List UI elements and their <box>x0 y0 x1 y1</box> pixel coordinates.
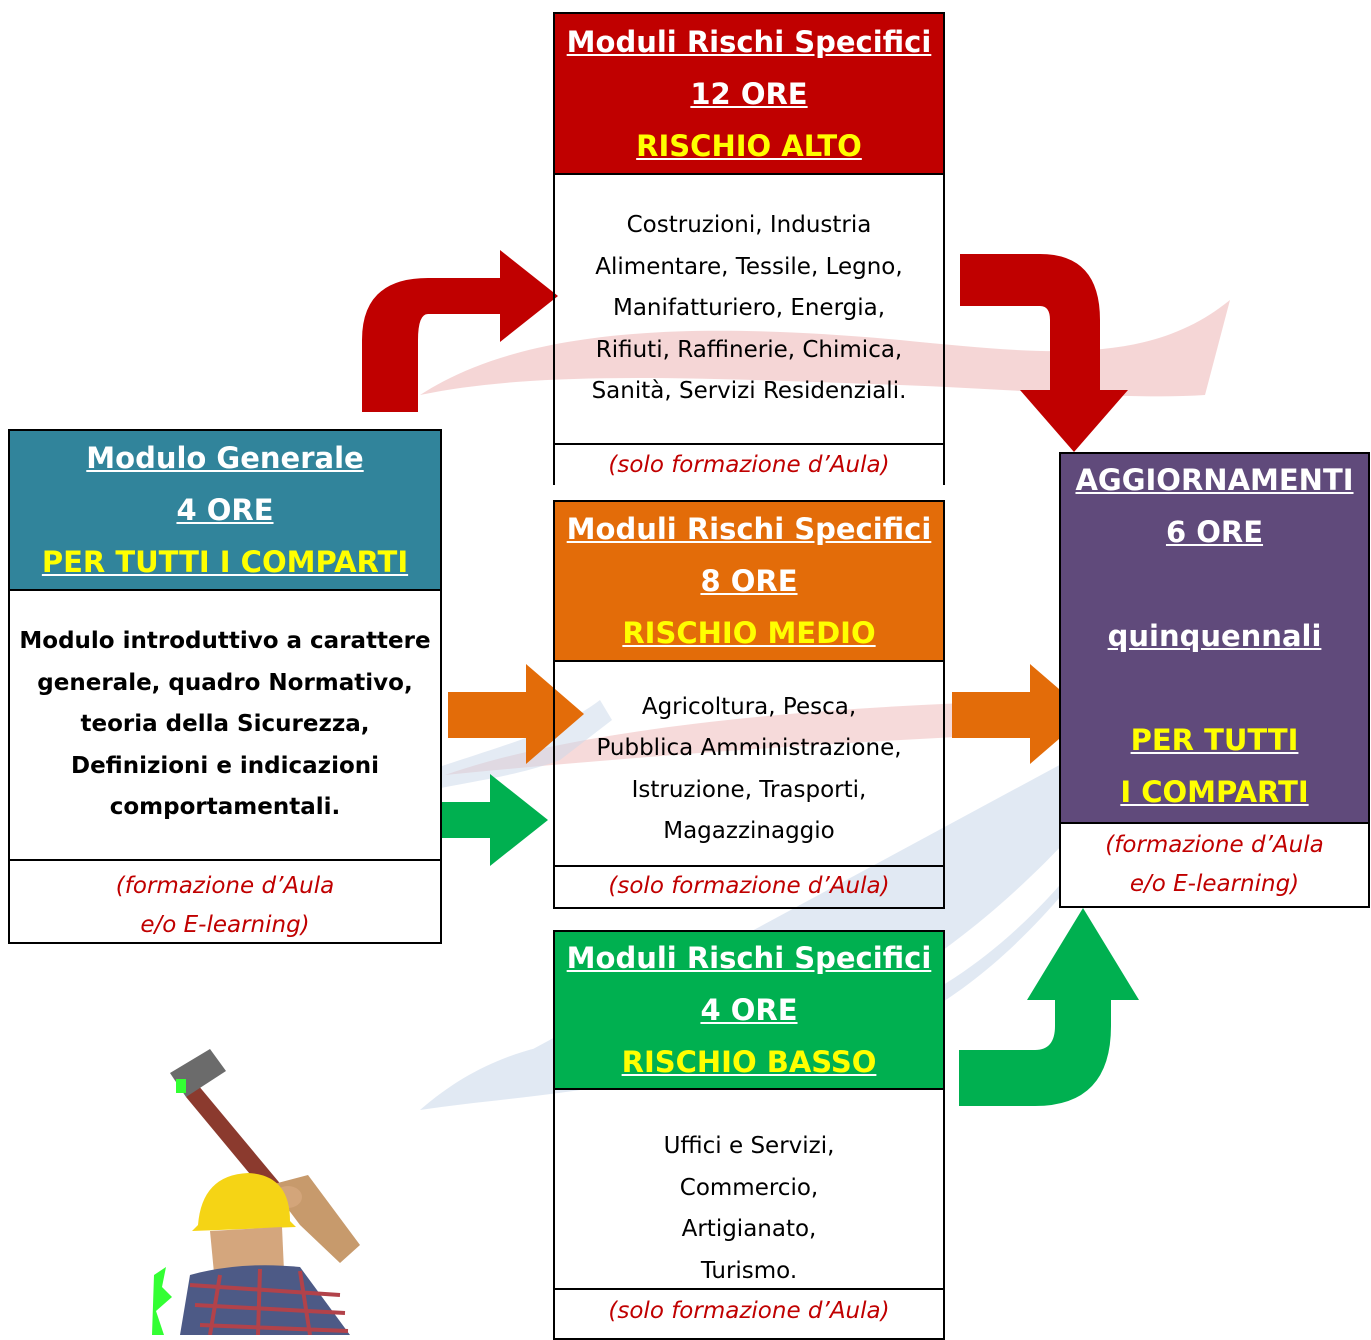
rischio-basso-box: Moduli Rischi Specifici 4 ORE RISCHIO BA… <box>553 930 945 1340</box>
rischio-medio-title: Moduli Rischi Specifici <box>566 512 932 546</box>
modulo-generale-header: Modulo Generale 4 ORE PER TUTTI I COMPAR… <box>10 431 440 591</box>
arrow-red-up-shape <box>362 250 558 412</box>
aggiornamenti-period: quinquennali <box>1107 619 1322 653</box>
aggiornamenti-hours: 6 ORE <box>1165 515 1264 549</box>
sector-line: Magazzinaggio <box>663 818 835 844</box>
description-line: teoria della Sicurezza, <box>80 711 370 738</box>
modulo-generale-description: Modulo introduttivo a carattere generale… <box>10 591 440 861</box>
rischio-basso-hours: 4 ORE <box>700 993 798 1027</box>
pink-swoosh-middle <box>445 660 1250 775</box>
description-line: Definizioni e indicazioni <box>70 752 380 779</box>
note-line: (formazione d’Aula <box>1105 832 1324 858</box>
rischio-alto-hours: 12 ORE <box>690 76 808 111</box>
arrow-orange-right-shape <box>952 664 1088 764</box>
rischio-basso-sectors: Uffici e Servizi, Commercio, Artigianato… <box>555 1090 943 1290</box>
rischio-medio-note: (solo formazione d’Aula) <box>608 873 890 899</box>
worker-helmet <box>192 1173 296 1231</box>
arrow-orange-right <box>952 664 1088 764</box>
rischio-medio-header: Moduli Rischi Specifici 8 ORE RISCHIO ME… <box>555 502 943 662</box>
sector-line: Commercio, <box>679 1174 819 1201</box>
modulo-generale-box: Modulo Generale 4 ORE PER TUTTI I COMPAR… <box>8 429 442 944</box>
sector-line: Istruzione, Trasporti, <box>631 776 867 803</box>
rischio-basso-header: Moduli Rischi Specifici 4 ORE RISCHIO BA… <box>555 932 943 1090</box>
rischio-medio-box: Moduli Rischi Specifici 8 ORE RISCHIO ME… <box>553 500 945 909</box>
aggiornamenti-note: (formazione d’Aula e/o E-learning) <box>1061 824 1368 904</box>
sector-line: Rifiuti, Raffinerie, Chimica, <box>595 336 903 363</box>
aggiornamenti-title: AGGIORNAMENTI <box>1075 463 1354 497</box>
sector-line: Agricoltura, Pesca, <box>641 693 857 720</box>
rischio-alto-risk: RISCHIO ALTO <box>636 128 862 163</box>
sector-line: Pubblica Amministrazione, <box>596 735 902 761</box>
rischio-basso-note: (solo formazione d’Aula) <box>608 1298 890 1324</box>
arrow-green-up <box>959 908 1139 1106</box>
modulo-generale-hours: 4 ORE <box>176 493 274 527</box>
note-line: e/o E-learning) <box>140 912 310 938</box>
rischio-alto-title: Moduli Rischi Specifici <box>566 24 932 59</box>
sector-line: Turismo. <box>700 1257 798 1284</box>
rischio-medio-sectors: Agricoltura, Pesca, Pubblica Amministraz… <box>555 662 943 867</box>
aggiornamenti-header: AGGIORNAMENTI 6 ORE quinquennali PER TUT… <box>1061 454 1368 824</box>
rischio-alto-header: Moduli Rischi Specifici 12 ORE RISCHIO A… <box>555 14 943 175</box>
rischio-basso-risk: RISCHIO BASSO <box>621 1045 877 1079</box>
arrow-orange-left <box>448 664 584 764</box>
description-line: generale, quadro Normativo, <box>37 669 413 696</box>
rischio-alto-sectors: Costruzioni, Industria Alimentare, Tessi… <box>555 175 943 445</box>
rischio-alto-note: (solo formazione d’Aula) <box>608 452 890 478</box>
description-line: comportamentali. <box>109 794 341 821</box>
sector-line: Costruzioni, Industria <box>626 212 872 239</box>
arrow-orange-left-shape <box>448 664 584 764</box>
description-line: Modulo introduttivo a carattere <box>19 628 431 655</box>
worker-with-hammer-illustration <box>152 1049 360 1335</box>
rischio-medio-risk: RISCHIO MEDIO <box>622 616 876 650</box>
pink-swoosh-top <box>420 300 1230 397</box>
rischio-medio-hours: 8 ORE <box>700 564 798 598</box>
hammer-green-spot <box>176 1079 186 1093</box>
sector-line: Manifatturiero, Energia, <box>612 295 886 322</box>
sector-line: Uffici e Servizi, <box>663 1133 835 1159</box>
aggiornamenti-spacer-2 <box>1061 662 1368 714</box>
aggiornamenti-scope-1: PER TUTTI <box>1130 723 1299 757</box>
modulo-generale-scope: PER TUTTI I COMPARTI <box>41 545 409 579</box>
arrow-red-up <box>362 250 558 412</box>
arrow-green-up-shape <box>959 908 1139 1106</box>
aggiornamenti-box: AGGIORNAMENTI 6 ORE quinquennali PER TUT… <box>1059 452 1370 908</box>
modulo-generale-note: (formazione d’Aula e/o E-learning) <box>10 861 440 945</box>
modulo-generale-title: Modulo Generale <box>86 441 364 475</box>
sector-line: Sanità, Servizi Residenziali. <box>591 378 907 405</box>
arrow-red-down <box>960 254 1128 452</box>
arrow-red-down-shape <box>960 254 1128 452</box>
note-line: e/o E-learning) <box>1129 871 1300 897</box>
sector-line: Alimentare, Tessile, Legno, <box>595 253 903 280</box>
green-splash <box>152 1267 172 1335</box>
worker-shirt-plaid <box>189 1268 349 1335</box>
sector-line: Artigianato, <box>681 1216 817 1242</box>
aggiornamenti-scope-2: I COMPARTI <box>1120 775 1309 809</box>
note-line: (formazione d’Aula <box>115 873 335 899</box>
rischio-basso-title: Moduli Rischi Specifici <box>566 941 932 975</box>
aggiornamenti-spacer <box>1061 558 1368 610</box>
rischio-alto-box: Moduli Rischi Specifici 12 ORE RISCHIO A… <box>553 12 945 485</box>
